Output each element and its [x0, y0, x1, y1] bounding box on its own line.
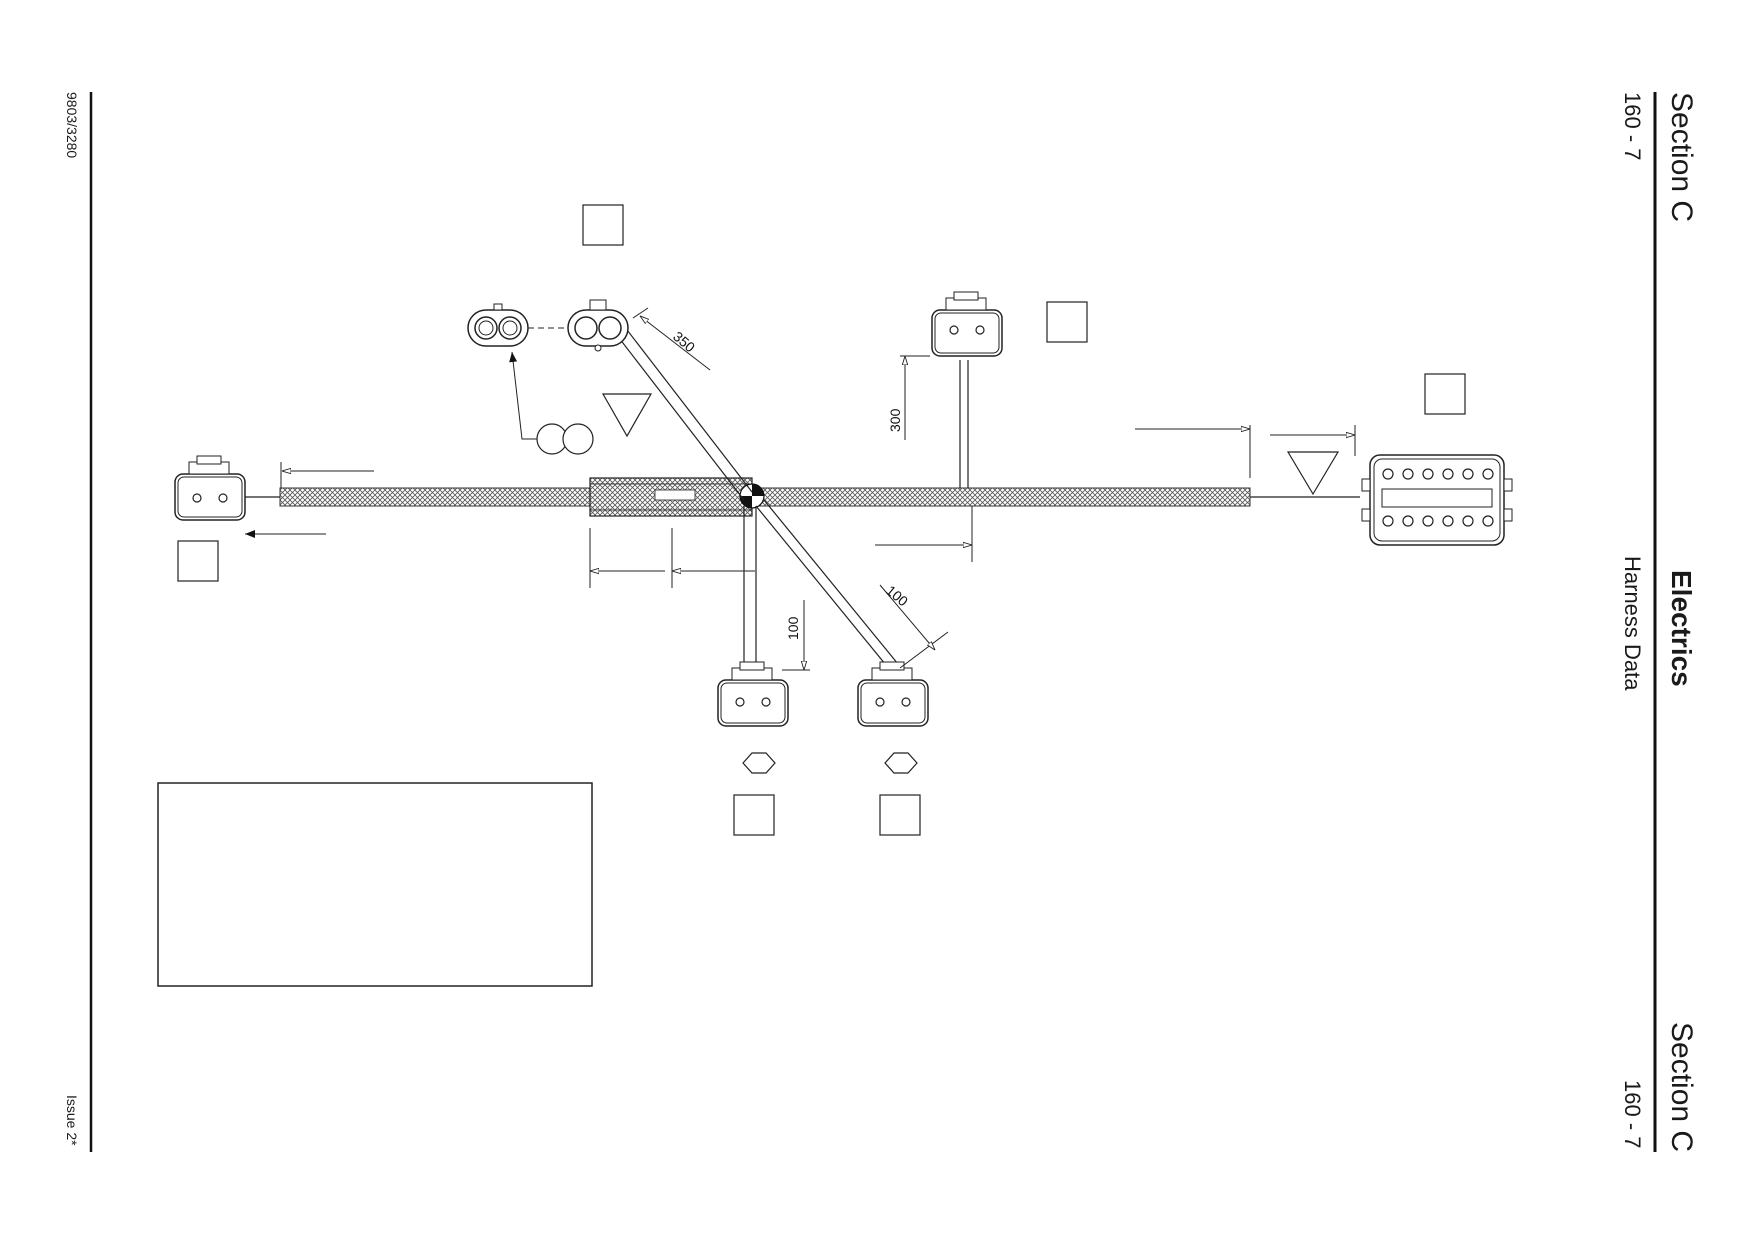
- ref-box-right: [1424, 373, 1466, 415]
- document-number: 9803/3280: [64, 92, 80, 158]
- header-subtitle: Harness Data: [1620, 556, 1645, 691]
- notes-box: [157, 782, 593, 987]
- header-title: Electrics: [1666, 570, 1697, 687]
- dimension-lines: [245, 307, 1356, 671]
- connector-12pin: [1361, 454, 1513, 546]
- ref-box-lower-left: [733, 794, 775, 836]
- dim-label-350: 350: [670, 328, 698, 355]
- connector-left-2pin: [174, 455, 246, 521]
- ref-box-left: [177, 540, 219, 582]
- ref-triangle-right: [1286, 451, 1340, 496]
- connector-lower-right-2pin: [857, 661, 929, 727]
- branch-lower-diagonal: [755, 499, 899, 671]
- ref-triangle-top: [601, 393, 653, 438]
- connector-lower-left-2pin: [717, 661, 789, 727]
- harness-trunk: [279, 487, 1251, 507]
- connector-upper-2pin: [931, 291, 1003, 357]
- branch-upper-mid: [959, 360, 969, 488]
- splice-marker: [739, 483, 765, 509]
- junction-label-window: [654, 489, 696, 501]
- blanking-plug-symbol: [509, 351, 594, 455]
- main-harness: [245, 477, 1360, 517]
- section-label-bottom: Section C: [1665, 1022, 1698, 1152]
- ref-hexagon-lower-left: [742, 752, 776, 774]
- branch-lower-vertical: [743, 506, 757, 670]
- connector-round-twin-b: [467, 303, 529, 347]
- dim-label-100-diagonal: 100: [883, 582, 911, 609]
- page-header: Section C 160 - 7 Electrics Harness Data…: [1620, 92, 1698, 1152]
- section-label-top: Section C: [1665, 92, 1698, 222]
- dim-label-100-vertical: 100: [785, 616, 801, 640]
- branch-top-left: [615, 325, 753, 501]
- page-number-bottom: 160 - 7: [1620, 1080, 1645, 1149]
- reference-symbols: [177, 204, 1466, 836]
- ref-hexagon-lower-right: [884, 752, 918, 774]
- page-footer: 9803/3280 Issue 2*: [64, 92, 93, 1152]
- dim-label-300: 300: [887, 408, 903, 432]
- ref-box-lower-right: [879, 794, 921, 836]
- ref-box-upper-mid: [1046, 301, 1088, 343]
- issue-label: Issue 2*: [64, 1095, 80, 1146]
- ref-box-top-left: [582, 204, 624, 246]
- connector-round-twin-a: [567, 299, 629, 352]
- harness-branches: [615, 325, 969, 671]
- page-number-top: 160 - 7: [1620, 92, 1645, 161]
